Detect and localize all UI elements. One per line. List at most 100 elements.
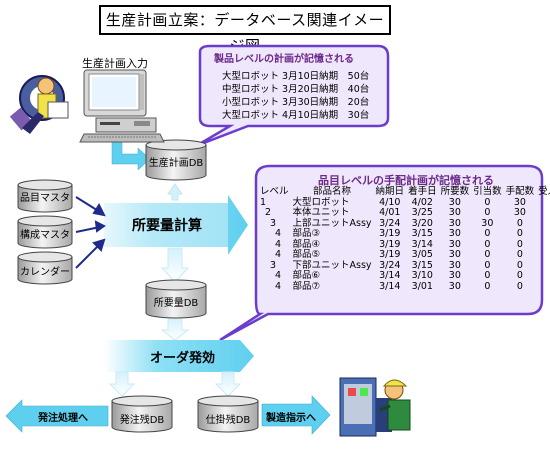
shikake-zan-db-label: 仕掛残DB bbox=[205, 415, 251, 426]
plan-table-cell: 0 bbox=[536, 281, 550, 293]
calendar-label: カレンダー bbox=[20, 267, 70, 278]
plan-table-cell: 30 bbox=[448, 280, 461, 292]
plan-table-cell: 下部ユニットAssy bbox=[292, 259, 372, 271]
shikake-zan-db-cylinder bbox=[197, 395, 259, 433]
plan-table-cell: 本体ユニット bbox=[292, 207, 350, 218]
shoyou-db-cylinder bbox=[145, 279, 207, 319]
plan-table-cell: 0 bbox=[516, 238, 523, 250]
plan-table-cell: 0 bbox=[484, 228, 491, 239]
plan-table-cell: 3 bbox=[270, 259, 277, 271]
bubble-top-line: 大型ロボット 4月10日納期 30台 bbox=[222, 110, 370, 121]
plan-table-cell: 0 bbox=[516, 280, 523, 292]
plan-table-cell: 部品③ bbox=[292, 228, 321, 239]
plan-table-cell: 大型ロボット bbox=[292, 196, 350, 208]
plan-table-cell: 上部ユニットAssy bbox=[292, 217, 372, 229]
bubble-top-line: 小型ロボット 3月30日納期 20台 bbox=[222, 97, 370, 108]
plan-table-cell: 3/24 bbox=[379, 217, 401, 229]
col-due: 納期日 bbox=[375, 186, 405, 197]
plan-table-cell: 1 bbox=[260, 196, 267, 208]
plan-table-cell: 3/14 bbox=[379, 270, 401, 281]
plan-table-cell: 4/02 bbox=[411, 196, 433, 208]
plan-table-cell: 0 bbox=[516, 228, 523, 239]
plan-table-cell: 0 bbox=[484, 270, 491, 281]
col-allocated: 引当数 bbox=[473, 186, 502, 197]
plan-table-cell: 30 bbox=[448, 228, 461, 239]
plan-table-cell: 0 bbox=[536, 207, 550, 219]
plan-table-cell: 3/19 bbox=[379, 238, 401, 250]
worker-icon bbox=[339, 377, 411, 437]
plan-table-cell: 0 bbox=[536, 270, 550, 282]
col-required: 所要数 bbox=[440, 186, 470, 197]
plan-table-cell: 0 bbox=[536, 218, 550, 230]
master-connectors bbox=[75, 196, 106, 269]
order-process-label: オーダ発効 bbox=[150, 351, 216, 366]
plan-table-cell: 0 bbox=[516, 217, 523, 229]
plan-table-cell: 3/05 bbox=[411, 249, 433, 260]
bubble-top-line: 大型ロボット 3月10日納期 50台 bbox=[222, 71, 370, 82]
plan-table-cell: 0 bbox=[484, 249, 491, 260]
plan-table-cell: 部品⑥ bbox=[292, 270, 321, 281]
plan-table-cell: 2 bbox=[265, 207, 272, 218]
bubble-mid-heading: 品目レベルの手配計画が記憶される bbox=[318, 174, 494, 187]
plan-table-cell: 30 bbox=[513, 207, 526, 218]
plan-table-cell: 3 bbox=[270, 217, 277, 229]
hinmoku-master-label: 品目マスタ bbox=[20, 193, 70, 204]
plan-table-cell: 3/20 bbox=[411, 217, 433, 229]
col-start: 着手日 bbox=[408, 186, 437, 197]
plan-table-cell: 4 bbox=[275, 228, 282, 239]
plan-table-row: 4 部品③ 3/19 3/15 30 0 0 0 bbox=[258, 228, 550, 240]
plan-table-cell: 0 bbox=[484, 280, 491, 292]
plan-table-cell: 0 bbox=[516, 259, 523, 271]
plan-table-cell: 0 bbox=[484, 207, 491, 218]
plan-table-cell: 30 bbox=[448, 238, 461, 250]
plan-table-cell: 0 bbox=[536, 239, 550, 251]
plan-table-cell: 30 bbox=[513, 196, 526, 208]
seisan-db-label: 生産計画DB bbox=[148, 158, 204, 169]
hinmoku-master-cylinder bbox=[17, 179, 73, 213]
plan-table-cell: 30 bbox=[448, 217, 461, 229]
plan-table-cell: 30 bbox=[448, 196, 461, 208]
bubble-top-heading: 製品レベルの計画が記憶される bbox=[214, 54, 354, 65]
planner-person-icon bbox=[9, 75, 69, 134]
plan-table-cell: 3/24 bbox=[379, 259, 401, 271]
plan-table-cell: 30 bbox=[448, 259, 461, 271]
plan-table-header: レベル 部品名称 納期日 着手日 所要数 引当数 手配数 受入数 bbox=[258, 186, 550, 198]
plan-table-cell: 3/25 bbox=[411, 207, 433, 218]
seizou-arrow bbox=[261, 395, 331, 435]
calendar-cylinder bbox=[17, 251, 73, 285]
plan-table-cell: 0 bbox=[484, 196, 491, 208]
plan-table-cell: 0 bbox=[536, 249, 550, 261]
kousei-master-label: 構成マスタ bbox=[20, 230, 70, 241]
col-received: 受入数 bbox=[538, 186, 550, 197]
plan-table-cell: 部品⑦ bbox=[292, 280, 321, 292]
bubble-top-shape bbox=[195, 44, 390, 148]
plan-table-cell: 3/15 bbox=[411, 228, 433, 239]
page-title: 生産計画立案：データベース関連イメージ図 bbox=[99, 5, 391, 55]
plan-table-cell: 4 bbox=[275, 280, 282, 292]
plan-table-cell: 0 bbox=[484, 259, 491, 271]
plan-table-cell: 4/10 bbox=[379, 196, 401, 208]
plan-table-cell: 3/01 bbox=[411, 280, 433, 292]
hacchu-zan-db-label: 発注残DB bbox=[119, 415, 165, 426]
bubble-top-line: 中型ロボット 3月20日納期 40台 bbox=[222, 84, 370, 95]
plan-table-cell: 3/15 bbox=[411, 259, 433, 271]
plan-table-cell: 4 bbox=[275, 249, 282, 260]
plan-table-cell: 30 bbox=[448, 270, 461, 281]
input-arrow bbox=[111, 133, 151, 171]
shoyou-db-label: 所要量DB bbox=[153, 298, 199, 309]
plan-table-cell: 0 bbox=[516, 249, 523, 260]
plan-table-cell: 4/01 bbox=[379, 207, 401, 218]
plan-table-cell: 0 bbox=[536, 228, 550, 240]
seizou-output-label: 製造指示へ bbox=[266, 413, 316, 424]
kousei-master-cylinder bbox=[17, 215, 73, 249]
plan-table-cell: 4 bbox=[275, 270, 282, 281]
col-level: レベル bbox=[260, 186, 289, 197]
plan-table-cell: 30 bbox=[448, 207, 461, 218]
plan-table-cell: 30 bbox=[448, 249, 461, 260]
plan-table-cell: 3/19 bbox=[379, 228, 401, 239]
col-part: 部品名称 bbox=[313, 186, 352, 197]
